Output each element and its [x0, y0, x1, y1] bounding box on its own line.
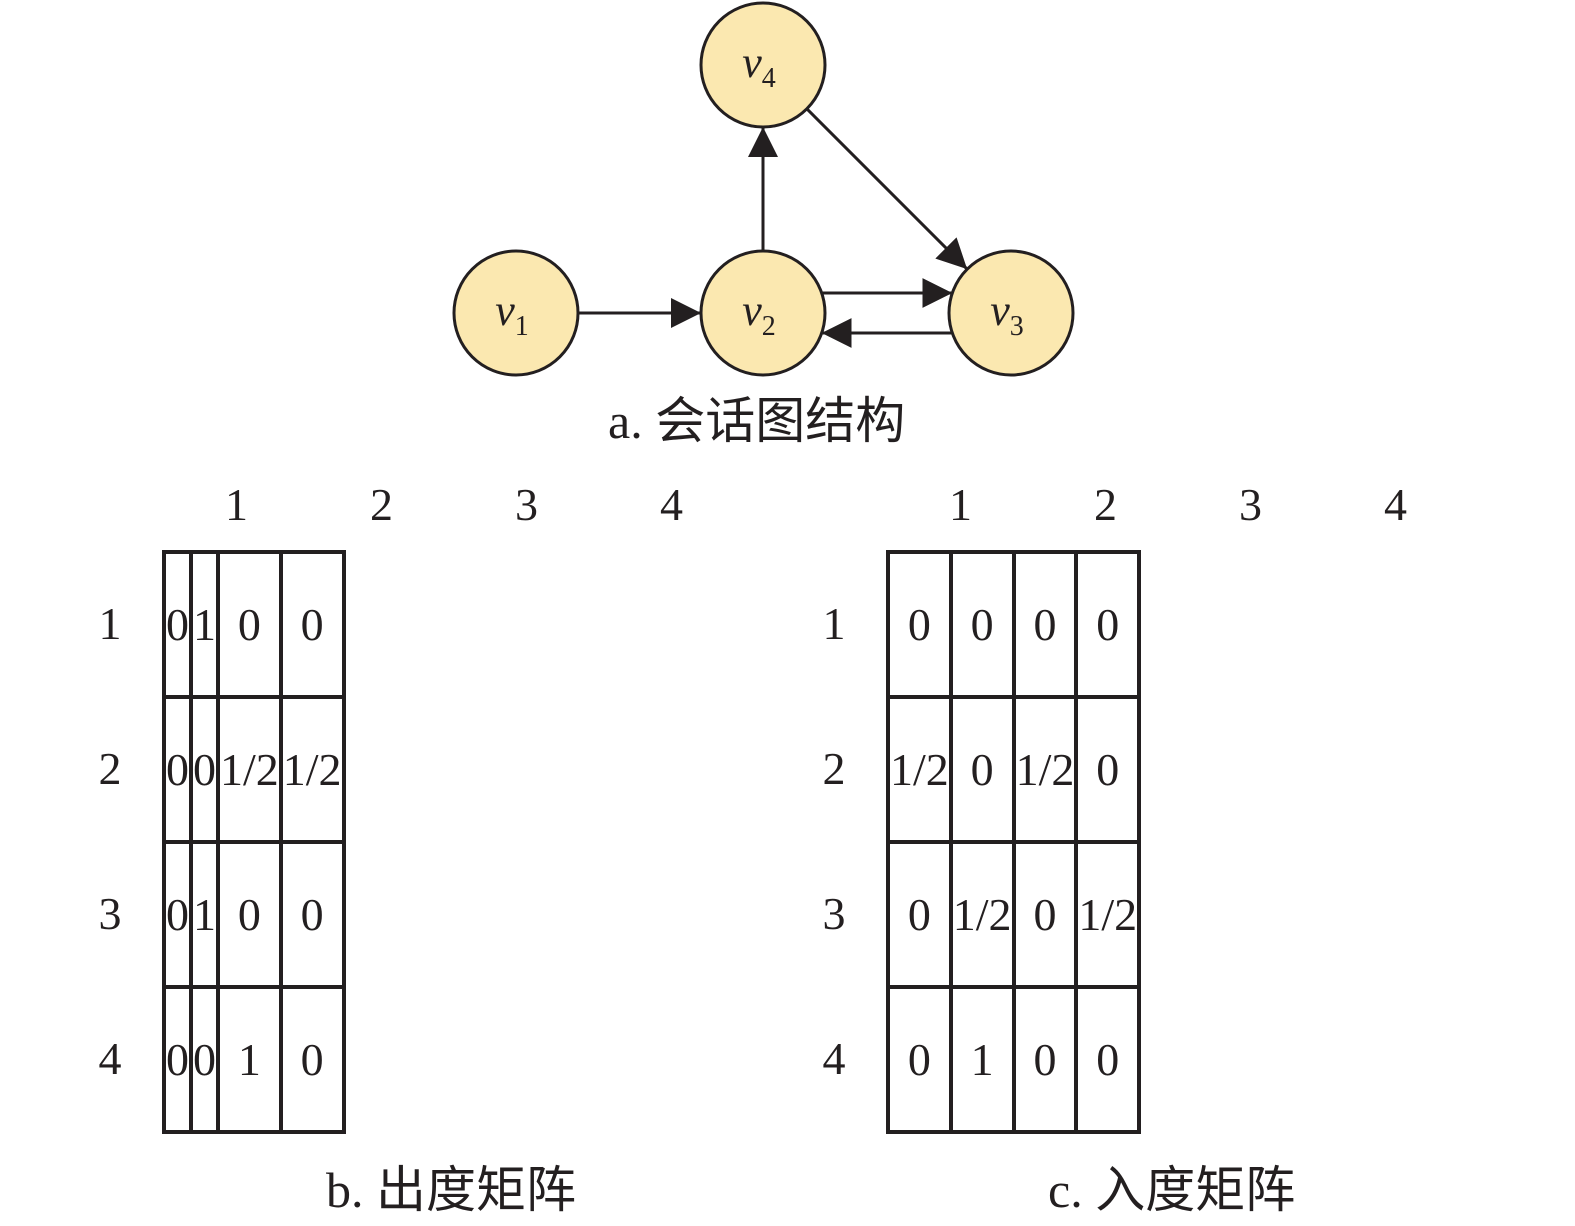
- node-label: v2: [742, 286, 776, 342]
- in_matrix-row-header: 2: [822, 742, 846, 794]
- matrix-cell: 0: [216, 550, 283, 699]
- in_matrix-row-header: 3: [822, 887, 846, 939]
- in_matrix-row-header: 4: [822, 1032, 846, 1084]
- node-circle: [947, 249, 1075, 377]
- out_matrix-row-header: 4: [98, 1032, 122, 1084]
- nodes-layer: v1 v2 v3 v4: [452, 1, 1075, 377]
- graph-caption: a. 会话图结构: [608, 393, 906, 449]
- matrix-cell: 1/2: [948, 840, 1016, 989]
- in_matrix-col-header: 4: [1384, 479, 1407, 530]
- matrix-cell: 1: [948, 985, 1016, 1134]
- node-label: v3: [990, 286, 1024, 342]
- node-label: v4: [742, 38, 776, 94]
- matrix-cell: 0: [1011, 550, 1079, 699]
- matrix-cell: 0: [162, 840, 193, 989]
- matrix-cell: 0: [189, 695, 220, 844]
- matrix-cell: 0: [162, 550, 193, 699]
- session-graph: v1 v2 v3 v4: [452, 1, 1075, 377]
- matrix-cell: 0: [1074, 695, 1142, 844]
- matrix-cell: 1: [189, 840, 220, 989]
- out_matrix-col-header: 3: [515, 479, 538, 530]
- matrix-cell: 1: [189, 550, 220, 699]
- matrix-cell: 0: [1011, 985, 1079, 1134]
- out_matrix-col-header: 2: [370, 479, 393, 530]
- matrix-cell: 1/2: [216, 695, 283, 844]
- out_matrix-col-header: 4: [660, 479, 683, 530]
- matrix-cell: 0: [162, 695, 193, 844]
- node-v2: v2: [699, 249, 827, 377]
- out_matrix-row-header: 1: [98, 597, 122, 649]
- matrix-cell: 0: [189, 985, 220, 1134]
- node-circle: [699, 1, 827, 129]
- in_matrix-col-header: 3: [1239, 479, 1262, 530]
- matrix-cell: 0: [948, 550, 1016, 699]
- matrix-cell: 1: [216, 985, 283, 1134]
- in_matrix-row-header: 1: [822, 597, 846, 649]
- matrix-cell: 0: [278, 840, 346, 989]
- in_matrix-col-header: 1: [949, 479, 972, 530]
- in_matrix-col-header: 2: [1094, 479, 1117, 530]
- node-circle: [699, 249, 827, 377]
- out_matrix-row-header: 2: [98, 742, 122, 794]
- in-matrix-caption: c. 入度矩阵: [1048, 1162, 1296, 1218]
- edges-layer: [578, 107, 969, 348]
- node-label: v1: [495, 286, 529, 342]
- matrix-cell: 0: [1074, 985, 1142, 1134]
- matrix-cell: 0: [278, 550, 346, 699]
- out-matrix-caption: b. 出度矩阵: [326, 1162, 576, 1218]
- matrix-cell: 0: [1011, 840, 1079, 989]
- matrix-cell: 0: [886, 840, 953, 989]
- matrix-cell: 0: [216, 840, 283, 989]
- matrix-cell: 0: [948, 695, 1016, 844]
- matrix-cell: 0: [162, 985, 193, 1134]
- out_matrix-row-header: 3: [98, 887, 122, 939]
- node-v1: v1: [452, 249, 580, 377]
- matrix-cell: 1/2: [1074, 840, 1142, 989]
- out_matrix-col-header: 1: [225, 479, 248, 530]
- node-v3: v3: [947, 249, 1075, 377]
- matrix-cell: 1/2: [886, 695, 953, 844]
- edge-v4-v3: [805, 107, 969, 271]
- matrix-cell: 0: [278, 985, 346, 1134]
- node-circle: [452, 249, 580, 377]
- matrix-cell: 0: [886, 550, 953, 699]
- matrix-cell: 1/2: [1011, 695, 1079, 844]
- matrix-cell: 0: [886, 985, 953, 1134]
- matrix-cell: 0: [1074, 550, 1142, 699]
- node-v4: v4: [699, 1, 827, 129]
- matrix-cell: 1/2: [278, 695, 346, 844]
